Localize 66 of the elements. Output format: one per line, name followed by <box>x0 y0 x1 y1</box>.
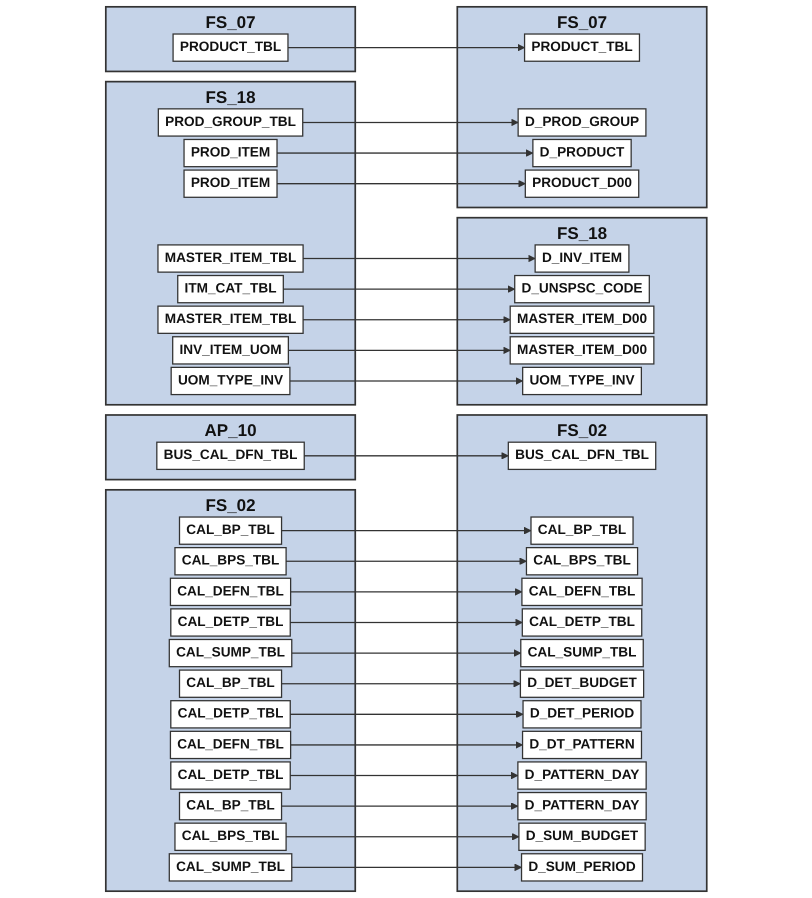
arrow <box>281 526 532 534</box>
node-box: D_PATTERN_DAY <box>516 761 647 790</box>
arrow <box>283 285 515 293</box>
node-box: CAL_BPS_TBL <box>174 547 286 576</box>
node-box: CAL_DEFN_TBL <box>170 730 291 760</box>
node-box: CAL_BP_TBL <box>530 516 634 545</box>
node-box: CAL_DETP_TBL <box>170 608 291 637</box>
node-box: PROD_ITEM <box>183 169 278 198</box>
arrow <box>290 741 523 749</box>
arrow <box>281 802 518 810</box>
node-box: CAL_DEFN_TBL <box>521 578 642 606</box>
node-box: D_PRODUCT <box>532 138 632 168</box>
arrow <box>304 452 508 460</box>
node-box: ITM_CAT_TBL <box>176 274 284 304</box>
node-box: CAL_BP_TBL <box>178 669 282 698</box>
node-box: MASTER_ITEM_D00 <box>509 336 654 365</box>
node-box: CAL_SUMP_TBL <box>168 638 292 668</box>
node-box: CAL_DETP_TBL <box>170 700 291 729</box>
node-box: MASTER_ITEM_D00 <box>509 306 654 334</box>
arrow <box>291 649 521 657</box>
node-box: CAL_SUMP_TBL <box>168 853 292 882</box>
node-box: CAL_DEFN_TBL <box>170 578 291 606</box>
node-box: D_INV_ITEM <box>534 244 630 273</box>
node-box: PRODUCT_D00 <box>524 169 640 198</box>
arrow <box>290 618 522 626</box>
arrow <box>302 118 518 126</box>
node-box: CAL_BPS_TBL <box>526 547 638 576</box>
node-box: CAL_SUMP_TBL <box>520 638 644 668</box>
arrow <box>290 377 523 385</box>
arrow <box>290 588 522 596</box>
arrow <box>286 833 519 840</box>
node-box: CAL_DETP_TBL <box>170 761 291 790</box>
node-box: D_SUM_PERIOD <box>520 853 643 882</box>
node-box: PROD_ITEM <box>183 138 278 168</box>
node-box: D_DET_PERIOD <box>522 700 642 729</box>
node-box: UOM_TYPE_INV <box>170 366 290 396</box>
node-box: D_SUM_BUDGET <box>518 822 646 851</box>
node-box: D_DET_BUDGET <box>519 669 644 698</box>
arrow <box>288 44 525 52</box>
node-box: INV_ITEM_UOM <box>172 336 289 365</box>
node-box: CAL_DETP_TBL <box>521 608 642 637</box>
node-box: D_PATTERN_DAY <box>516 792 647 820</box>
arrow <box>302 316 510 324</box>
node-box: BUS_CAL_DFN_TBL <box>507 442 656 470</box>
node-box: D_DT_PATTERN <box>522 730 642 760</box>
arrow <box>281 680 520 688</box>
arrow <box>276 180 526 188</box>
arrow <box>290 710 524 718</box>
node-box: UOM_TYPE_INV <box>522 366 642 396</box>
node-box: MASTER_ITEM_TBL <box>157 244 304 273</box>
node-box: CAL_BPS_TBL <box>174 822 286 851</box>
node-box: PROD_GROUP_TBL <box>157 108 304 137</box>
arrow <box>276 149 533 157</box>
node-box: D_PROD_GROUP <box>517 108 646 137</box>
arrow <box>288 346 510 354</box>
arrow <box>290 772 518 780</box>
arrow <box>286 558 527 565</box>
arrow <box>291 864 522 872</box>
node-box: PRODUCT_TBL <box>172 33 288 62</box>
node-box: D_UNSPSC_CODE <box>514 274 650 304</box>
node-box: CAL_BP_TBL <box>178 792 282 820</box>
arrow <box>302 254 536 262</box>
node-box: PRODUCT_TBL <box>524 33 640 62</box>
node-box: BUS_CAL_DFN_TBL <box>156 442 305 470</box>
node-box: CAL_BP_TBL <box>178 516 282 545</box>
node-box: MASTER_ITEM_TBL <box>157 306 304 334</box>
